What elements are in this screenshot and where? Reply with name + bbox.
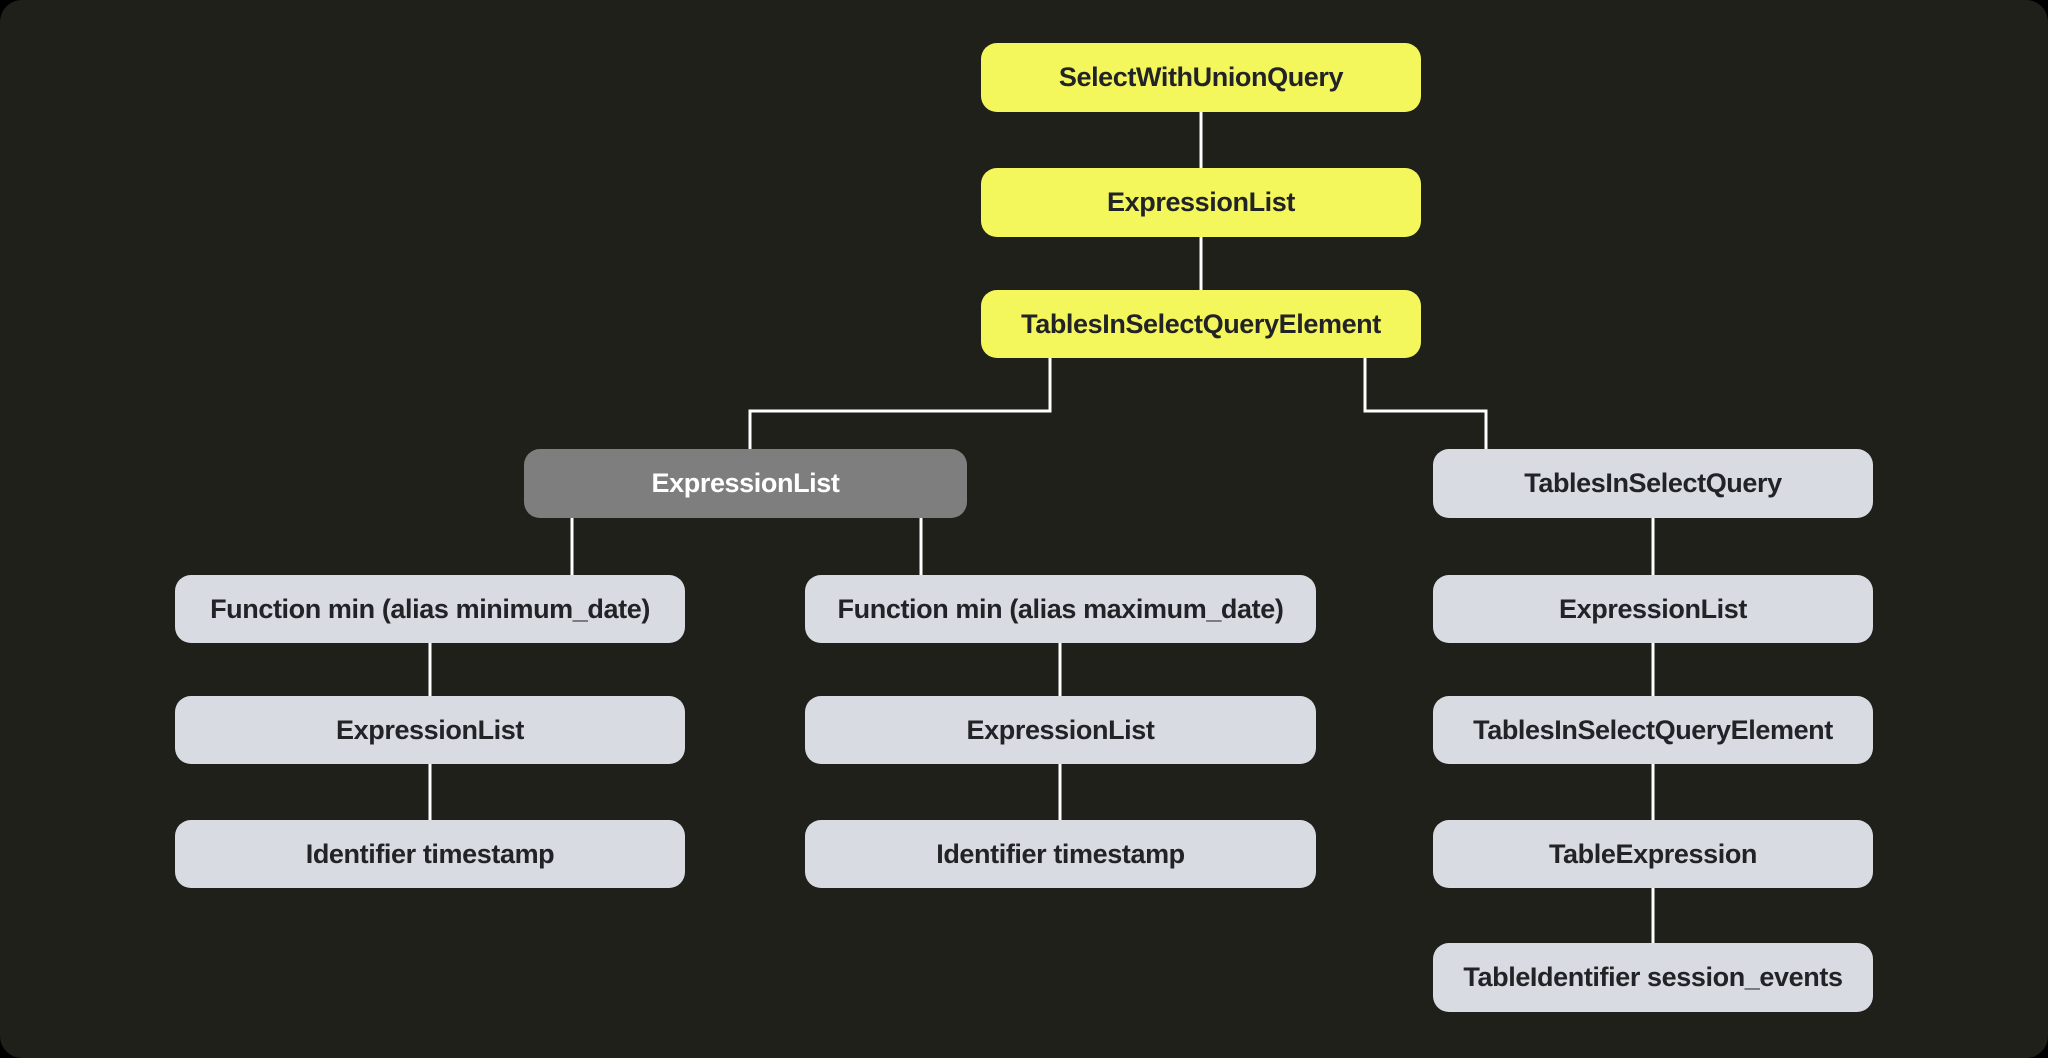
node-tables-in-select-query-element-top[interactable]: TablesInSelectQueryElement	[981, 290, 1421, 358]
node-expression-list-selected[interactable]: ExpressionList	[524, 449, 967, 518]
node-expression-list-mid[interactable]: ExpressionList	[805, 696, 1316, 764]
node-identifier-timestamp-mid[interactable]: Identifier timestamp	[805, 820, 1316, 888]
node-function-min-maximum-date[interactable]: Function min (alias maximum_date)	[805, 575, 1316, 643]
node-select-with-union-query[interactable]: SelectWithUnionQuery	[981, 43, 1421, 112]
node-expression-list-right[interactable]: ExpressionList	[1433, 575, 1873, 643]
node-identifier-timestamp-left[interactable]: Identifier timestamp	[175, 820, 685, 888]
edge-tablesinselectqueryelement-tablesinselectquery	[1363, 358, 1488, 449]
node-table-identifier-session-events[interactable]: TableIdentifier session_events	[1433, 943, 1873, 1012]
edge-tablesinselectqueryelement-expressionlist-selected	[748, 358, 1052, 449]
node-expression-list-left[interactable]: ExpressionList	[175, 696, 685, 764]
node-function-min-minimum-date[interactable]: Function min (alias minimum_date)	[175, 575, 685, 643]
node-table-expression[interactable]: TableExpression	[1433, 820, 1873, 888]
node-expression-list-top[interactable]: ExpressionList	[981, 168, 1421, 237]
node-tables-in-select-query-element-right[interactable]: TablesInSelectQueryElement	[1433, 696, 1873, 764]
node-tables-in-select-query[interactable]: TablesInSelectQuery	[1433, 449, 1873, 518]
